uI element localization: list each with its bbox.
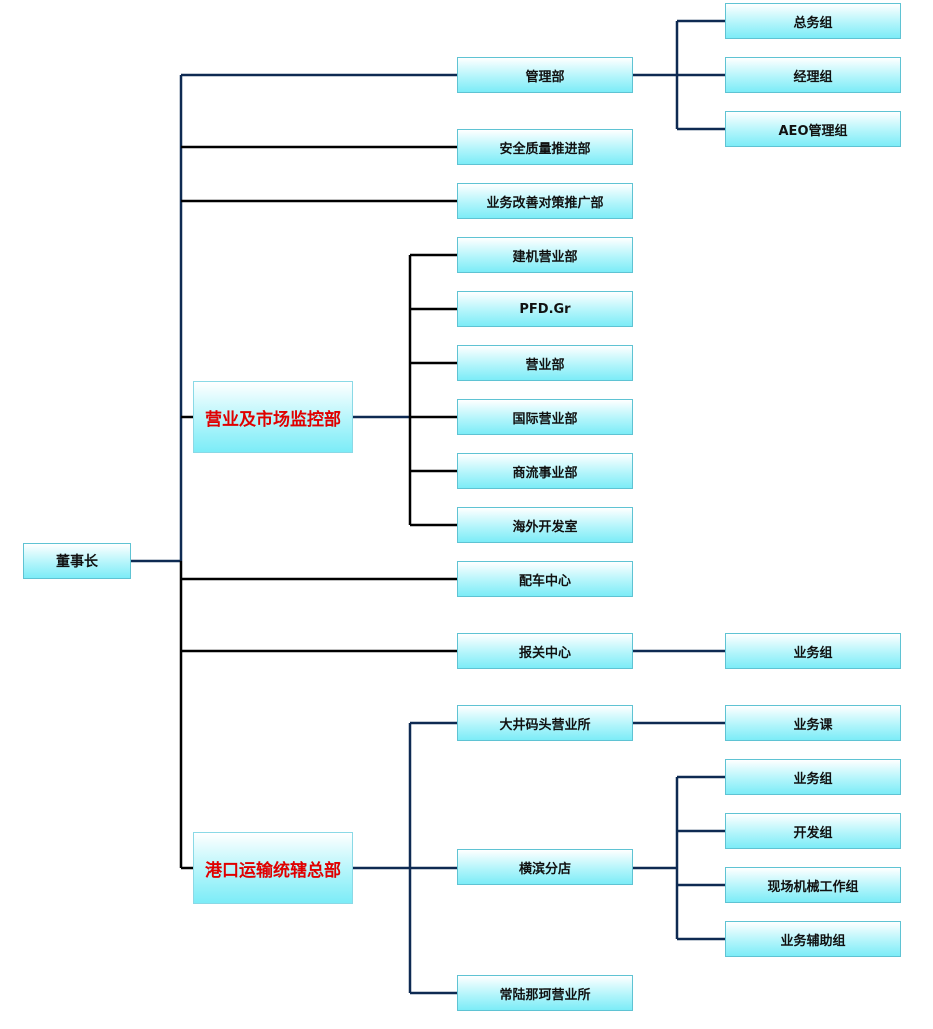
node-oi-section: 业务课	[725, 705, 901, 741]
node-port-hq: 港口运输统辖总部	[193, 832, 353, 904]
node-pfd: PFD.Gr	[457, 291, 633, 327]
node-manager-group: 经理组	[725, 57, 901, 93]
node-yk-business: 业务组	[725, 759, 901, 795]
node-general-affairs: 总务组	[725, 3, 901, 39]
node-aeo-group: AEO管理组	[725, 111, 901, 147]
node-yk-machinery: 现场机械工作组	[725, 867, 901, 903]
node-dispatch: 配车中心	[457, 561, 633, 597]
node-overseas: 海外开发室	[457, 507, 633, 543]
node-construction-sales: 建机营业部	[457, 237, 633, 273]
node-customs: 报关中心	[457, 633, 633, 669]
node-commerce: 商流事业部	[457, 453, 633, 489]
node-hitachinaka: 常陆那珂营业所	[457, 975, 633, 1011]
node-yokohama: 横滨分店	[457, 849, 633, 885]
node-improvement: 业务改善对策推广部	[457, 183, 633, 219]
node-customs-group: 业务组	[725, 633, 901, 669]
node-intl-sales: 国际营业部	[457, 399, 633, 435]
node-sales-monitor: 营业及市场监控部	[193, 381, 353, 453]
node-safety-quality: 安全质量推进部	[457, 129, 633, 165]
node-sales: 营业部	[457, 345, 633, 381]
node-admin: 管理部	[457, 57, 633, 93]
node-yk-support: 业务辅助组	[725, 921, 901, 957]
node-oi-office: 大井码头营业所	[457, 705, 633, 741]
node-yk-dev: 开发组	[725, 813, 901, 849]
node-chairman: 董事长	[23, 543, 131, 579]
